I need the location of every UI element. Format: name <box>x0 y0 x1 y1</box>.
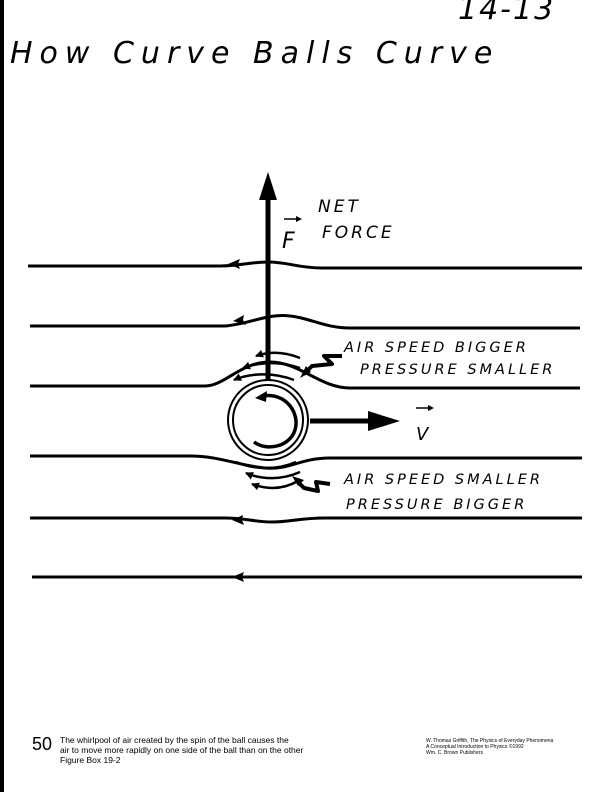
page-number: 14-13 <box>458 0 556 27</box>
lower-arcs <box>235 460 301 491</box>
figure-number: 50 <box>32 734 53 754</box>
upper-pointer-squiggle <box>302 354 342 376</box>
force-symbol: F <box>282 229 295 254</box>
spin-arrowhead <box>255 391 267 402</box>
caption-line: Figure Box 19-2 <box>60 755 121 765</box>
caption-line: The whirlpool of air created by the spin… <box>60 735 289 745</box>
flow-arrow-6 <box>232 572 244 582</box>
force-symbol-bar-head <box>296 216 302 222</box>
upper-pointer-head <box>300 366 311 378</box>
velocity-arrowhead <box>368 411 400 431</box>
lower-pointer-squiggle <box>294 478 331 493</box>
lower-annotation-line-1: AIR SPEED SMALLER <box>343 472 543 488</box>
upper-annotation-line-1: AIR SPEED BIGGER <box>343 340 529 356</box>
caption-line: air to move more rapidly on one side of … <box>60 745 304 755</box>
ball-inner-circle <box>232 384 304 456</box>
source-credit: W. Thomas Griffith, The Physics of Every… <box>426 738 596 756</box>
flow-arrow-5 <box>232 515 244 525</box>
net-force-arrowhead <box>259 172 277 200</box>
flow-arrowheads <box>228 259 246 582</box>
credit-line: Wm. C. Brown Publishers <box>426 750 483 756</box>
upper-arc-3 <box>233 373 295 382</box>
velocity-symbol-bar-head <box>428 405 434 411</box>
figure-caption: The whirlpool of air created by the spin… <box>60 735 360 765</box>
velocity-symbol: V <box>416 424 430 445</box>
lower-arc-2 <box>245 470 301 480</box>
streamline-2 <box>30 313 580 330</box>
flow-arrow-2 <box>233 315 246 325</box>
streamline-1 <box>28 260 582 270</box>
streamline-5 <box>30 516 582 524</box>
lower-pointer-head <box>292 476 304 486</box>
upper-arc-2 <box>242 361 301 370</box>
force-label: FORCE <box>322 223 395 243</box>
page-title: How Curve Balls Curve <box>10 36 500 71</box>
pointer-squiggles <box>294 354 342 493</box>
net-label: NET <box>318 197 361 217</box>
upper-arcs <box>233 349 301 382</box>
upper-arc-1 <box>255 349 301 360</box>
streamline-4 <box>30 454 582 470</box>
lower-arc-1 <box>235 460 297 470</box>
flow-arrow-1 <box>228 259 240 269</box>
credit-line: W. Thomas Griffith, The Physics of Every… <box>426 738 554 744</box>
lower-arc-3 <box>251 479 299 491</box>
lower-annotation-line-2: PRESSURE BIGGER <box>346 497 527 513</box>
upper-annotation-line-2: PRESSURE SMALLER <box>360 362 555 378</box>
credit-line: A Conceptual Introduction to Physics ©19… <box>426 744 524 750</box>
spin-arrow <box>252 393 298 449</box>
